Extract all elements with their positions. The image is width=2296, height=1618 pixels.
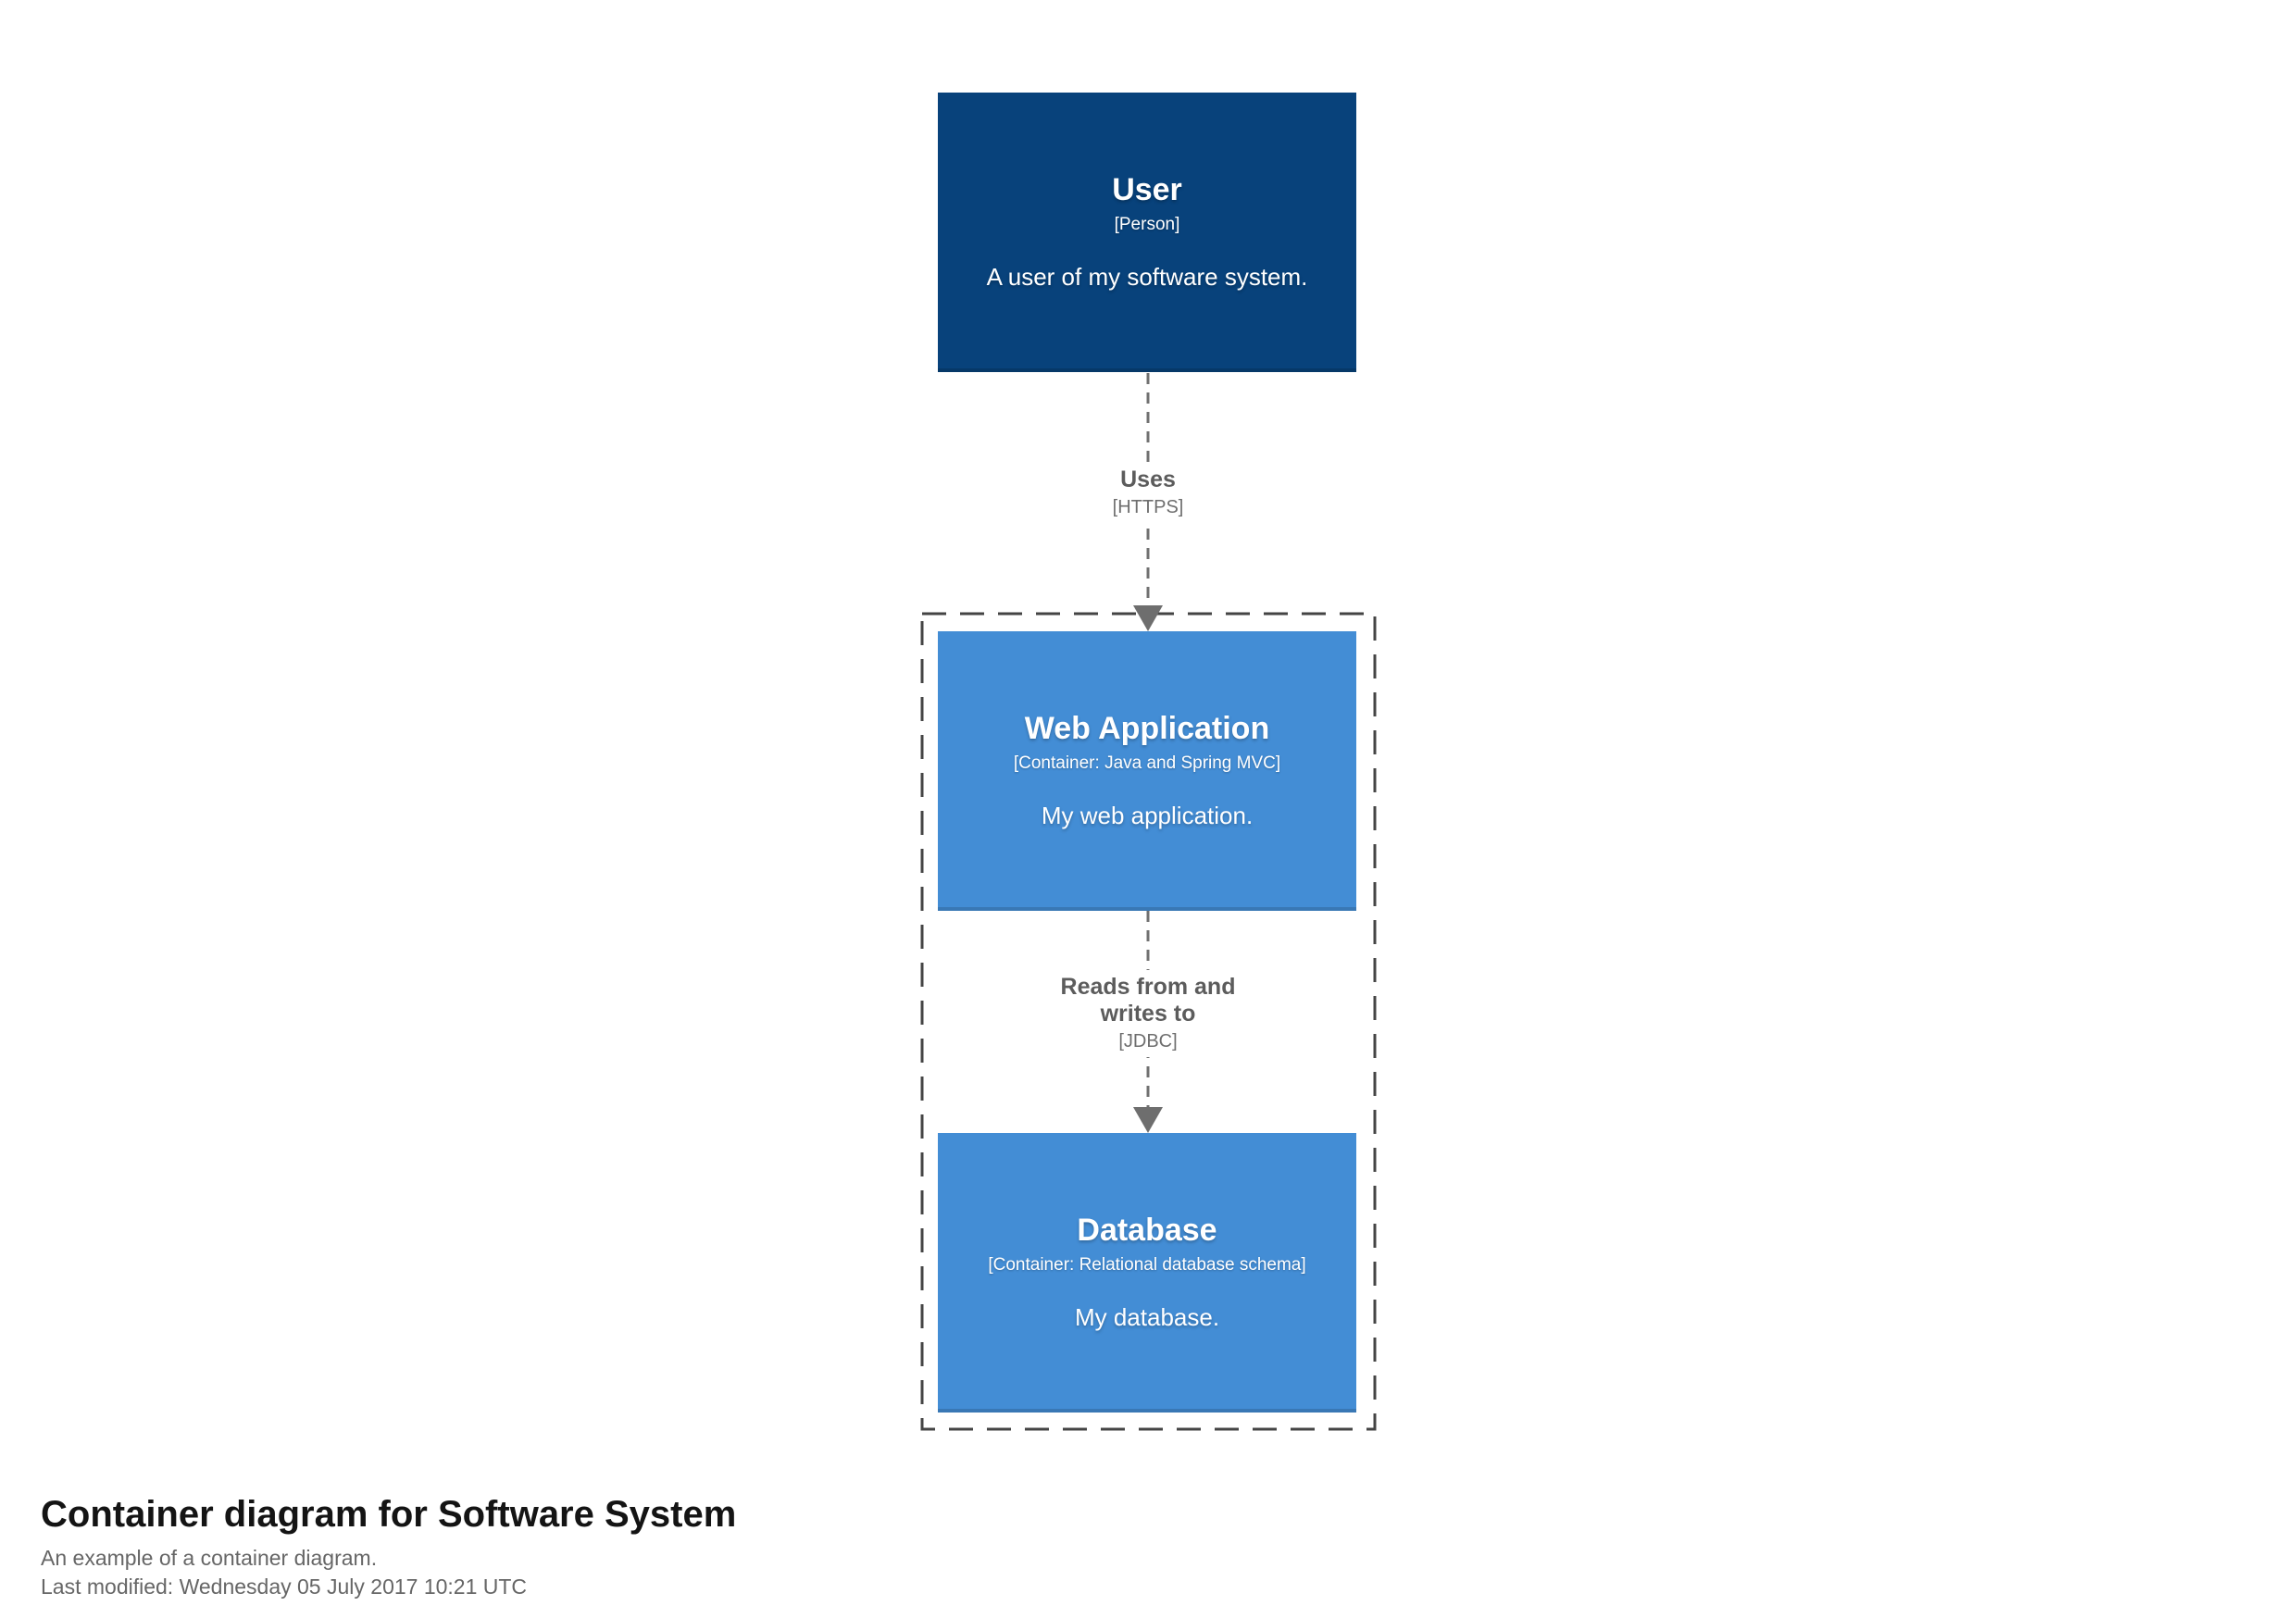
relationship-uses-text: Uses [1120,467,1176,492]
relationship-label-reads: Reads from and writes to [JDBC] [1051,970,1245,1057]
diagram-footer: Container diagram for Software System An… [41,1492,736,1601]
diagram-last-modified: Last modified: Wednesday 05 July 2017 10… [41,1574,528,1599]
relationship-label-uses: Uses [HTTPS] [1103,463,1193,523]
arrowhead-reads-icon [1133,1107,1163,1133]
node-web-application-name: Web Application [1024,711,1270,747]
node-user-description: A user of my software system. [986,262,1308,291]
node-web-application-description: My web application. [1041,801,1254,829]
relationship-uses-technology: [HTTPS] [1112,496,1184,517]
arrowhead-uses-icon [1133,605,1163,631]
node-web-application-container[interactable]: Web Application [Container: Java and Spr… [938,631,1356,911]
node-user-person[interactable]: User [Person] A user of my software syst… [938,93,1356,372]
node-web-application-meta: [Container: Java and Spring MVC] [1013,753,1281,773]
node-user-name: User [1112,172,1182,208]
diagram-title: Container diagram for Software System [41,1494,737,1535]
node-database-description: My database. [1074,1302,1220,1331]
diagram-description: An example of a container diagram. [41,1546,378,1570]
relationship-reads-text-line2: writes to [1100,1000,1196,1027]
node-database-name: Database [1077,1213,1217,1249]
node-user-meta: [Person] [1114,214,1180,234]
node-database-meta: [Container: Relational database schema] [988,1254,1306,1275]
relationship-reads-technology: [JDBC] [1118,1030,1178,1052]
relationship-reads-text-line1: Reads from and [1060,974,1236,1000]
node-database-container[interactable]: Database [Container: Relational database… [938,1133,1356,1413]
